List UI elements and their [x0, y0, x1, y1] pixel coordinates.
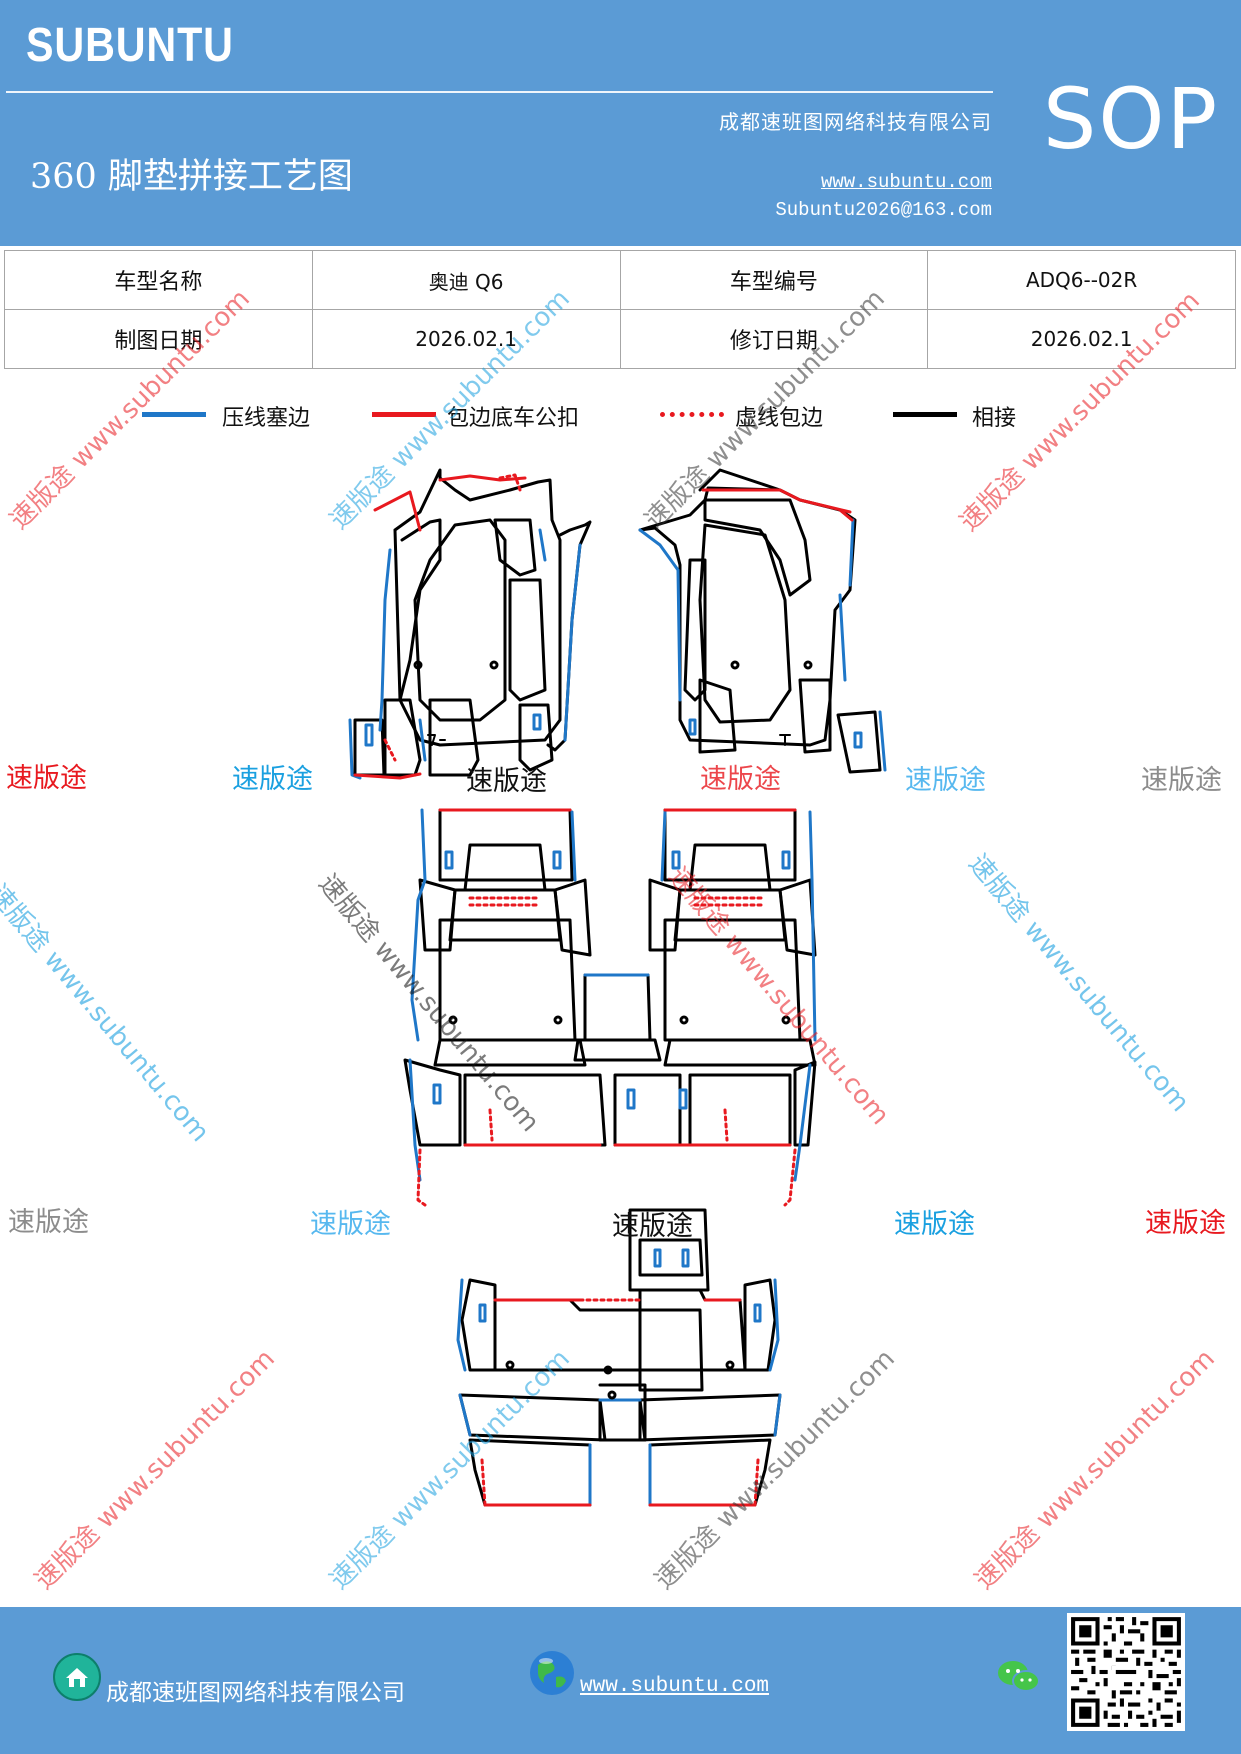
legend-swatch-black [893, 412, 957, 417]
label-model-code: 车型编号 [619, 250, 929, 310]
mat-rear-row [456, 1208, 782, 1507]
globe-icon [530, 1651, 574, 1695]
label-revise-date: 修订日期 [619, 309, 929, 369]
footer: 成都速班图网络科技有限公司 www.subuntu.com [0, 1607, 1241, 1754]
website-link[interactable]: www.subuntu.com [820, 171, 992, 193]
mat-front-right [638, 468, 887, 774]
mat-middle-row [403, 808, 817, 1207]
label-draw-date: 制图日期 [4, 309, 313, 369]
watermark: 速版途 [905, 765, 986, 796]
legend-swatch-blue [142, 412, 206, 417]
legend-swatch-red [372, 412, 436, 417]
legend-label: 相接 [972, 406, 1017, 431]
header: SUBUNTU 360 脚垫拼接工艺图 成都速班图网络科技有限公司 www.su… [0, 0, 1241, 246]
watermark: 速版途 [232, 764, 313, 795]
footer-company-name: 成都速班图网络科技有限公司 [106, 1680, 405, 1706]
label-model-name: 车型名称 [4, 250, 313, 310]
watermark: 速版途 [1145, 1208, 1226, 1239]
watermark: 速版途 [6, 763, 87, 794]
qr-code[interactable] [1067, 1613, 1185, 1731]
value-revise-date: 2026.02.1 [927, 309, 1236, 369]
watermark: 速版途 [8, 1207, 89, 1238]
legend: 压线塞边 包边底车公扣 虚线包边 相接 [0, 400, 1241, 440]
header-divider [6, 91, 993, 93]
vehicle-info-table: 车型名称 奥迪 Q6 车型编号 ADQ6--02R 制图日期 2026.02.1… [4, 250, 1236, 369]
page-title: 360 脚垫拼接工艺图 [30, 157, 353, 197]
watermark: 速版途 [310, 1209, 391, 1240]
legend-label: 压线塞边 [222, 406, 311, 431]
home-icon [53, 1653, 101, 1701]
sop-badge: SOP [1043, 70, 1220, 168]
company-name: 成都速班图网络科技有限公司 [719, 110, 992, 134]
value-model-name: 奥迪 Q6 [311, 250, 621, 310]
wechat-icon [998, 1661, 1040, 1692]
legend-swatch-red-dotted [660, 412, 724, 417]
legend-label: 包边底车公扣 [447, 406, 580, 431]
watermark: 速版途 [466, 766, 547, 797]
legend-label: 虚线包边 [735, 406, 824, 431]
table-row: 车型名称 奥迪 Q6 车型编号 ADQ6--02R [4, 250, 1236, 310]
brand-logo: SUBUNTU [26, 19, 234, 72]
footer-website-link[interactable]: www.subuntu.com [580, 1675, 770, 1698]
email-address: Subuntu2026@163.com [775, 199, 992, 221]
mat-front-left [348, 468, 592, 780]
watermark: 速版途 [700, 764, 781, 795]
table-row: 制图日期 2026.02.1 修订日期 2026.02.1 [4, 309, 1236, 369]
watermark: 速版途 [894, 1209, 975, 1240]
value-model-code: ADQ6--02R [927, 250, 1236, 310]
value-draw-date: 2026.02.1 [311, 309, 621, 369]
watermark: 速版途 [1141, 765, 1222, 796]
watermark: 速版途 [612, 1211, 693, 1242]
